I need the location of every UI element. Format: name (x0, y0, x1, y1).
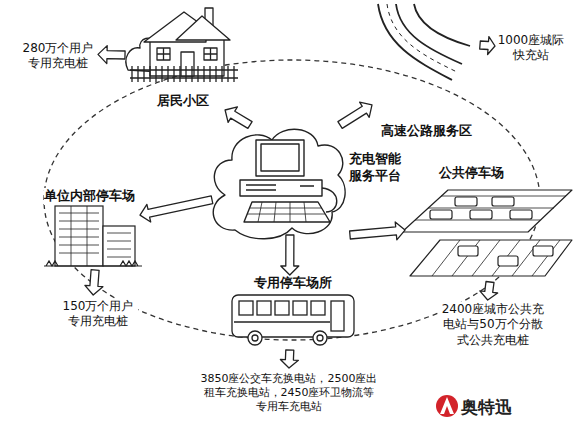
text-node: 280万个用户专用充电桩 (18, 36, 98, 76)
illustrated-node: 居民小区 (125, 5, 240, 110)
node-text: 2400座城市公共充电站与50万个分散式公共充电桩 (440, 302, 546, 349)
block-arrow (281, 235, 299, 275)
node-label: 公共停车场 (439, 165, 504, 182)
office-building-part (55, 206, 103, 266)
parking-drawing-part (533, 246, 553, 256)
bus-drawing-part (331, 301, 344, 331)
block-arrow (85, 270, 103, 295)
house-drawing-part (204, 48, 217, 60)
bus-drawing (232, 295, 354, 345)
cloud-computer (213, 129, 345, 238)
node-label: 居民小区 (157, 93, 209, 110)
bus-drawing-part (234, 321, 330, 322)
block-arrow (225, 107, 252, 128)
block-arrow (350, 222, 405, 240)
cloud-computer-part (213, 129, 345, 238)
text-node: 1000座城际快充站 (495, 28, 567, 68)
node-text: 280万个用户专用充电桩 (18, 41, 98, 72)
house-drawing-part (157, 48, 170, 60)
parking-drawing-part (415, 196, 566, 220)
cloud-computer-part (256, 140, 304, 176)
bus-drawing-part (311, 301, 325, 315)
node-label: 单位内部停车场 (44, 188, 135, 205)
block-arrow (480, 282, 498, 301)
brand-logo (436, 395, 458, 417)
house-drawing-part (157, 48, 170, 60)
dashed-ring-part (44, 60, 540, 340)
office-building-part (103, 226, 135, 266)
cloud-computer-part (246, 185, 314, 190)
bus-drawing-part (252, 335, 258, 341)
node-text: 150万个用户专用充电桩 (58, 299, 138, 330)
highway-drawing-part (378, 4, 452, 80)
parking-drawing-part (498, 256, 518, 266)
watermark-text: 奥特迅 (461, 396, 512, 418)
block-arrow (98, 46, 125, 64)
block-arrow (480, 37, 495, 55)
house-drawing-part (132, 66, 234, 82)
bus-drawing-part (239, 301, 253, 315)
block-arrow (280, 350, 298, 368)
highway-drawing-part (387, 4, 457, 72)
cloud-computer-part (261, 144, 299, 171)
illustrated-node: 公共停车场 (405, 165, 575, 282)
parking-drawing-part (470, 210, 492, 219)
bus-drawing-part (275, 301, 289, 315)
parking-drawing-part (510, 210, 532, 219)
bus-drawing-part (248, 331, 262, 345)
illustrated-node: 高速公路服务区 (372, 5, 480, 140)
parking-drawing-part (458, 246, 478, 256)
node-label: 专用停车场所 (254, 275, 332, 292)
dashed-ring (44, 60, 540, 340)
illustrated-node: 充电智能服务平台 (212, 125, 402, 235)
bus-drawing-part (317, 335, 323, 341)
parking-drawing-part (402, 190, 572, 232)
highway-drawing (378, 4, 470, 80)
brand-logo-part (436, 395, 458, 417)
cloud-computer-part (240, 180, 322, 196)
brand-logo-part (440, 397, 454, 414)
office-building-part (107, 233, 131, 257)
parking-drawing-part (430, 210, 452, 219)
highway-drawing-part (396, 4, 462, 64)
node-label: 充电智能服务平台 (348, 151, 402, 185)
block-arrow (140, 196, 213, 222)
office-building-part (59, 206, 99, 266)
text-node: 2400座城市公共充电站与50万个分散式公共充电桩 (440, 300, 546, 350)
cloud-computer-part (244, 202, 330, 222)
bus-drawing-part (257, 301, 271, 315)
highway-drawing-part (414, 4, 470, 46)
node-text: 3850座公交车充换电站，2500座出租车充换电站，2450座环卫物流等专用车充… (200, 372, 378, 415)
block-arrow (338, 102, 372, 128)
node-text: 1000座城际快充站 (495, 33, 567, 64)
bus-drawing-part (313, 331, 327, 345)
office-building-part (44, 261, 142, 266)
illustrated-node: 单位内部停车场 (38, 188, 140, 270)
text-node: 3850座公交车充换电站，2500座出租车充换电站，2450座环卫物流等专用车充… (200, 368, 378, 418)
parking-drawing-part (410, 240, 572, 276)
house-drawing (126, 8, 238, 82)
house-drawing-part (204, 48, 217, 60)
text-node: 150万个用户专用充电桩 (58, 295, 138, 333)
bus-drawing-part (293, 301, 307, 315)
cloud-computer-part (247, 202, 325, 222)
office-building (44, 206, 142, 266)
node-label: 高速公路服务区 (381, 123, 472, 140)
illustrated-node: 专用停车场所 (225, 275, 360, 350)
cloud-computer-part (322, 188, 337, 212)
parking-drawing-part (492, 197, 514, 206)
parking-drawing-part (455, 197, 477, 206)
parking-drawing (402, 190, 572, 276)
parking-drawing-part (432, 240, 560, 276)
bus-drawing-part (232, 295, 354, 337)
house-drawing-part (176, 16, 230, 40)
